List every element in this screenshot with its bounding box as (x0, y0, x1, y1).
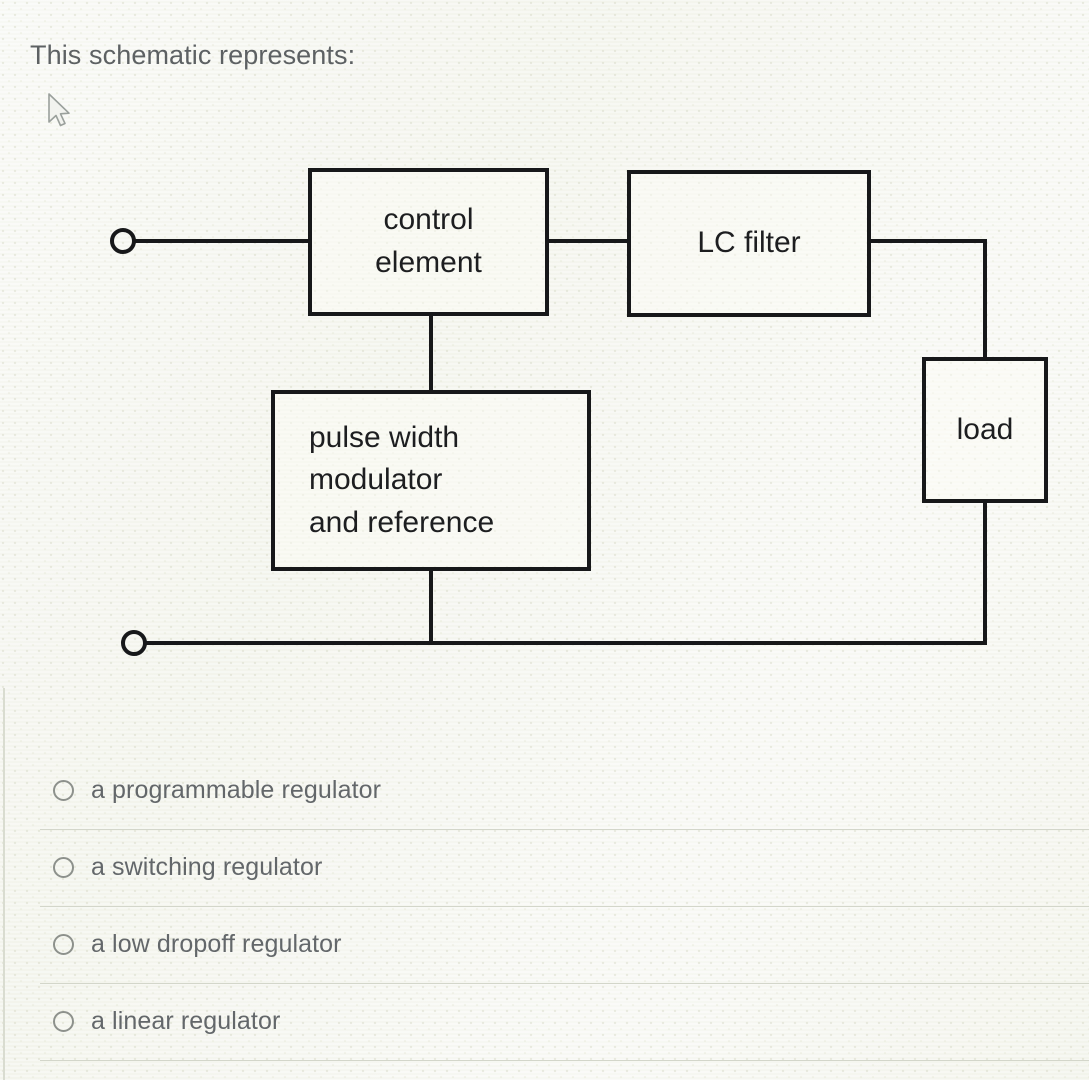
radio-button-icon[interactable] (53, 857, 74, 878)
option-separator (40, 983, 1089, 984)
block-control-element-line-1: control (383, 203, 474, 237)
option-separator-bottom (40, 1060, 1089, 1061)
block-pwm-line-1: pulse width (309, 420, 460, 454)
block-pwm-line-3: and reference (309, 505, 495, 539)
block-lc-filter: LC filter (627, 170, 871, 317)
block-pwm-and-reference: pulse width modulator and reference (271, 390, 591, 571)
block-control-element: control element (308, 168, 549, 316)
option-label: a low dropoff regulator (91, 930, 342, 958)
wire-rail-down-to-load (983, 239, 987, 359)
answer-options-list: a programmable regulator a switching reg… (0, 752, 1089, 1061)
wire-filter-to-rail (869, 239, 987, 243)
block-control-element-line-2: element (375, 246, 482, 279)
mouse-pointer-icon (48, 93, 70, 127)
return-terminal (121, 630, 147, 656)
wire-return-rail (145, 641, 987, 645)
option-label: a linear regulator (91, 1007, 281, 1035)
radio-button-icon[interactable] (53, 780, 74, 801)
wire-load-to-return (983, 500, 987, 645)
block-load-line-1: load (956, 412, 1014, 446)
input-terminal (110, 228, 136, 254)
block-pwm-line-2: modulator (309, 463, 443, 497)
option-programmable-regulator[interactable]: a programmable regulator (0, 752, 1089, 829)
option-label: a programmable regulator (91, 776, 382, 804)
schematic-diagram: control element LC filter pulse width mo… (110, 168, 1048, 656)
option-switching-regulator[interactable]: a switching regulator (0, 829, 1089, 906)
block-lc-filter-line-1: LC filter (697, 226, 801, 260)
radio-button-icon[interactable] (53, 934, 74, 955)
option-low-dropoff-regulator[interactable]: a low dropoff regulator (0, 906, 1089, 983)
wire-control-to-filter (547, 239, 629, 243)
wire-pwm-to-return (429, 569, 433, 645)
block-load: load (922, 357, 1048, 503)
option-label: a switching regulator (91, 853, 323, 881)
option-separator (40, 829, 1089, 830)
option-linear-regulator[interactable]: a linear regulator (0, 983, 1089, 1061)
radio-button-icon[interactable] (53, 1011, 74, 1032)
wire-control-to-pwm (429, 313, 433, 392)
wire-input-to-control (134, 239, 310, 243)
option-separator (40, 906, 1089, 907)
